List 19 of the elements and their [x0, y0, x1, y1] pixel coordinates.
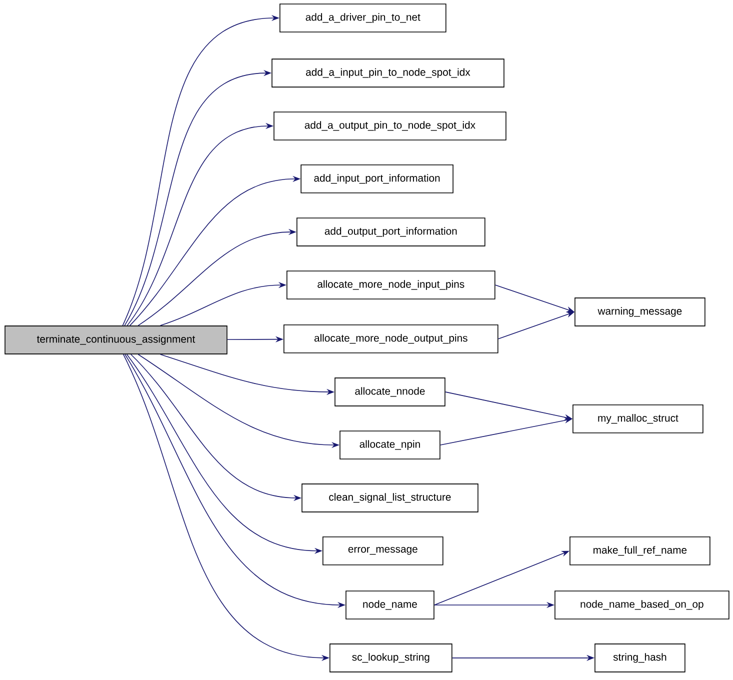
- function-box: string_hash: [594, 644, 686, 672]
- function-box: node_name_based_on_op: [554, 590, 730, 620]
- function-box: allocate_more_node_input_pins: [286, 270, 496, 300]
- function-box: terminate_continuous_assignment: [4, 326, 228, 354]
- function-box: add_a_driver_pin_to_net: [280, 4, 446, 32]
- function-box: my_malloc_struct: [572, 404, 704, 434]
- function-box: add_output_port_information: [296, 218, 486, 246]
- function-box: make_full_ref_name: [570, 536, 710, 566]
- function-box: warning_message: [574, 298, 706, 326]
- function-box: clean_signal_list_structure: [302, 484, 478, 512]
- function-box: allocate_nnode: [334, 378, 446, 406]
- function-box: allocate_npin: [340, 430, 440, 460]
- function-box: node_name: [346, 590, 434, 620]
- function-box: error_message: [322, 536, 444, 566]
- function-box: sc_lookup_string: [330, 644, 452, 672]
- function-box: add_a_output_pin_to_node_spot_idx: [274, 112, 506, 140]
- function-box: add_a_input_pin_to_node_spot_idx: [272, 58, 504, 88]
- function-box: add_input_port_information: [300, 164, 454, 194]
- function-box: allocate_more_node_output_pins: [284, 324, 498, 354]
